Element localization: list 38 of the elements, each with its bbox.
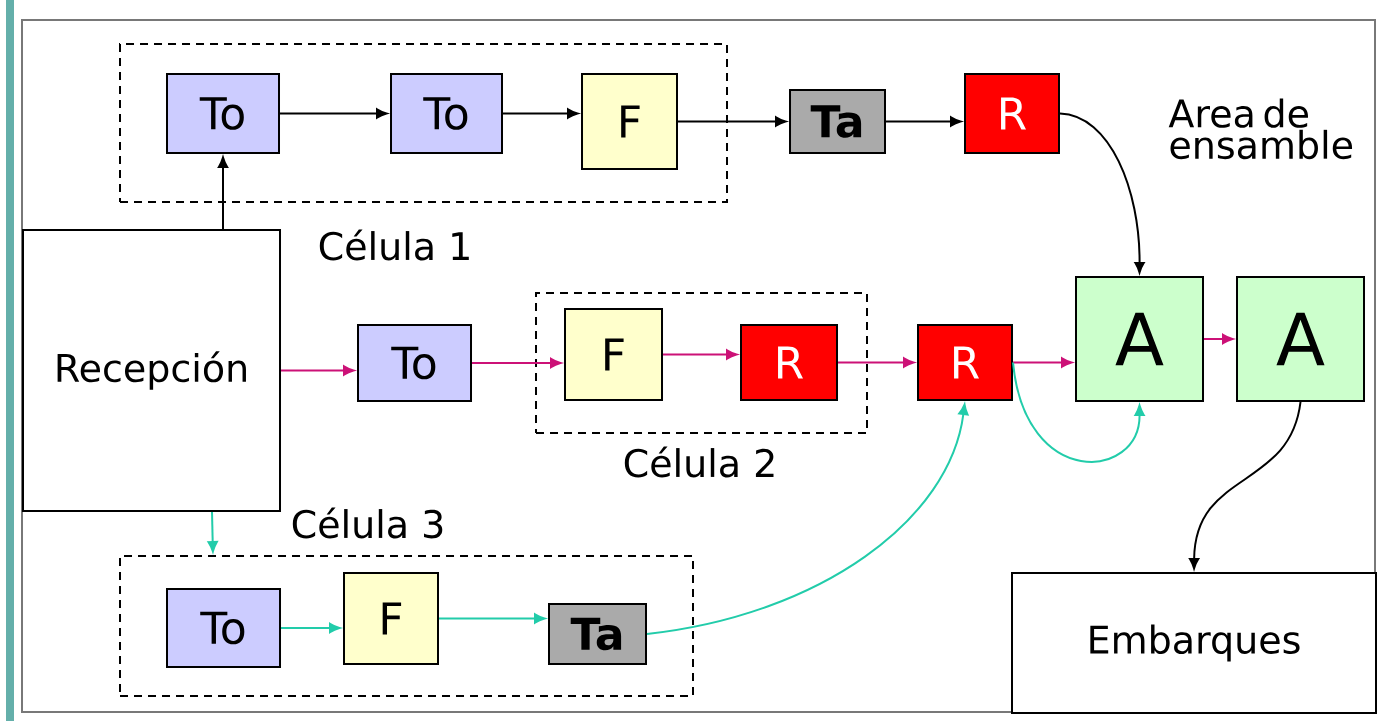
cell-label: Célula 3 bbox=[292, 507, 443, 539]
process-box: To bbox=[166, 73, 280, 154]
process-box: F bbox=[564, 308, 663, 401]
arrow bbox=[662, 349, 738, 360]
process-box: A bbox=[1236, 276, 1365, 402]
arrow bbox=[207, 511, 218, 553]
arrow bbox=[1012, 357, 1073, 368]
cell-label: Célula 1 bbox=[319, 229, 469, 261]
arrow bbox=[280, 365, 355, 376]
arrow bbox=[646, 403, 969, 635]
area-box: Recepción bbox=[22, 229, 281, 512]
arrow bbox=[1012, 361, 1145, 463]
arrow bbox=[885, 116, 962, 127]
process-box: R bbox=[917, 324, 1013, 401]
arrow bbox=[279, 108, 388, 119]
arrow bbox=[1203, 333, 1234, 345]
process-box: A bbox=[1075, 276, 1204, 402]
process-box: Ta bbox=[548, 603, 647, 665]
arrow bbox=[837, 357, 915, 368]
process-box: To bbox=[357, 324, 472, 402]
arrow bbox=[677, 116, 787, 127]
process-box: F bbox=[343, 572, 439, 665]
area-label: Area de ensamble bbox=[1168, 98, 1352, 160]
arrow bbox=[280, 622, 341, 634]
arrow bbox=[471, 357, 562, 369]
area-box: Embarques bbox=[1011, 572, 1377, 714]
process-box: To bbox=[390, 73, 503, 154]
process-box: F bbox=[581, 73, 678, 170]
process-box: R bbox=[740, 324, 838, 401]
process-box: To bbox=[166, 588, 281, 668]
process-box: R bbox=[964, 73, 1060, 154]
arrow bbox=[217, 156, 229, 230]
cell-label: Célula 2 bbox=[624, 446, 774, 478]
arrow bbox=[438, 613, 546, 624]
process-box: Ta bbox=[789, 89, 886, 154]
arrow bbox=[502, 108, 579, 119]
arrow bbox=[1189, 401, 1302, 570]
arrow bbox=[1059, 112, 1145, 274]
